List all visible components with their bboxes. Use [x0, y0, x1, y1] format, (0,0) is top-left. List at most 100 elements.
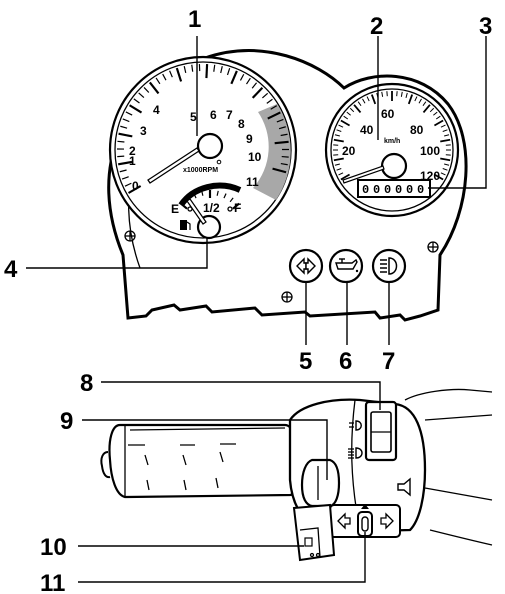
callout-5: 5 — [299, 348, 312, 375]
gauge-tick — [169, 70, 173, 78]
gauge-tick — [433, 173, 444, 181]
gauge-tick — [340, 119, 351, 127]
gauge-tick — [267, 111, 281, 120]
tach-label-5: 5 — [190, 110, 197, 124]
turn-signal-switch[interactable] — [329, 504, 401, 538]
gauge-tick — [223, 193, 227, 199]
gauge-tick — [340, 173, 351, 181]
gauge-tick — [336, 129, 342, 133]
gauge-tick — [381, 91, 384, 97]
turn-left-arrow-icon — [337, 512, 351, 530]
gauge-tick — [274, 140, 289, 145]
gauge-tick — [270, 105, 278, 110]
gauge-tick — [205, 64, 209, 79]
gauge-tick — [251, 82, 258, 89]
gauge-tick — [440, 172, 446, 176]
gauge-tick — [422, 104, 431, 114]
fuel-gauge-ticks — [180, 190, 240, 210]
callout-1: 1 — [188, 6, 201, 33]
gauge-tick — [216, 190, 219, 196]
tachometer-needle — [147, 147, 200, 184]
gauge-tick — [122, 118, 130, 123]
odometer-digit-2: 0 — [373, 183, 380, 197]
mounting-screw-left — [124, 230, 136, 242]
handlebar-grip — [100, 423, 302, 499]
turn-signal-indicator-icon — [288, 248, 324, 284]
tachometer-hub — [196, 132, 224, 160]
gauge-tick — [444, 163, 450, 166]
tach-label-6: 6 — [210, 108, 217, 122]
gauge-tick — [366, 96, 370, 102]
gauge-tick — [213, 64, 216, 72]
callout-2: 2 — [370, 13, 383, 40]
odometer-digit-3: 0 — [384, 183, 391, 197]
callout-4: 4 — [4, 256, 18, 283]
gauge-tick — [338, 124, 344, 128]
gauge-tick — [229, 197, 234, 203]
gauge-tick — [143, 86, 150, 93]
odometer-digit-4: 0 — [395, 183, 402, 197]
gauge-tick — [433, 119, 444, 127]
gauge-tick — [444, 134, 450, 137]
gauge-tick — [280, 162, 288, 166]
gauge-tick — [281, 155, 289, 158]
gauge-tick — [175, 67, 183, 82]
gauge-tick — [338, 172, 344, 176]
gauge-tick — [118, 132, 133, 138]
gauge-tick — [118, 160, 133, 166]
gauge-tick — [343, 115, 349, 120]
gauge-tick — [129, 104, 143, 114]
tach-label-2: 2 — [129, 144, 136, 158]
gauge-tick — [422, 101, 427, 107]
gauge-tick — [362, 98, 366, 104]
gauge-tick — [400, 91, 403, 97]
headlight-beam-switch[interactable] — [364, 400, 398, 462]
callout-3: 3 — [479, 13, 492, 40]
callout-8: 8 — [80, 370, 93, 397]
start-switch[interactable] — [292, 503, 336, 562]
gauge-tick — [119, 169, 127, 173]
speedometer-hub — [380, 152, 408, 180]
callout-leaders — [26, 36, 487, 583]
gauge-tick — [333, 138, 344, 143]
gauge-tick — [232, 202, 240, 210]
tach-label-7: 7 — [226, 108, 233, 122]
tach-label-8: 8 — [238, 117, 245, 131]
gauge-tick — [414, 96, 418, 102]
gauge-tick — [276, 118, 284, 123]
callout-6: 6 — [339, 348, 352, 375]
gauge-tick — [333, 157, 344, 162]
mounting-screw-right — [427, 241, 439, 253]
gauge-tick — [251, 87, 264, 99]
gauge-tick — [440, 124, 446, 128]
low-beam-icon — [349, 420, 362, 431]
tach-label-4: 4 — [153, 103, 160, 117]
gauge-tick — [440, 138, 451, 143]
gauge-tick — [127, 185, 142, 194]
speedo-label-100: 100 — [420, 144, 440, 158]
gauge-tick — [162, 73, 167, 81]
gauge-tick — [201, 190, 204, 196]
gauge-tick — [155, 77, 161, 85]
gauge-tick — [280, 133, 288, 137]
gauge-tick — [124, 182, 132, 187]
gauge-tick — [435, 115, 441, 120]
gauge-tick — [133, 98, 140, 104]
tachometer-ticks — [116, 64, 290, 194]
gauge-tick — [148, 81, 160, 95]
gauge-tick — [418, 98, 422, 104]
gauge-tick — [353, 104, 362, 114]
tach-label-3: 3 — [140, 124, 147, 138]
odometer-digit-6: 0 — [417, 183, 424, 197]
tachometer-unit: x1000RPM — [183, 167, 218, 174]
oil-pressure-indicator-icon — [328, 248, 364, 284]
fuel-label-empty: E — [171, 202, 179, 216]
gauge-tick — [138, 92, 145, 99]
gauge-tick — [433, 111, 438, 116]
gauge-tick — [193, 193, 197, 199]
gauge-tick — [266, 98, 273, 104]
dimmer-switch-lever[interactable] — [300, 458, 341, 508]
gauge-tick — [442, 129, 448, 133]
gauge-tick — [336, 167, 342, 171]
gauge-tick — [180, 202, 188, 210]
